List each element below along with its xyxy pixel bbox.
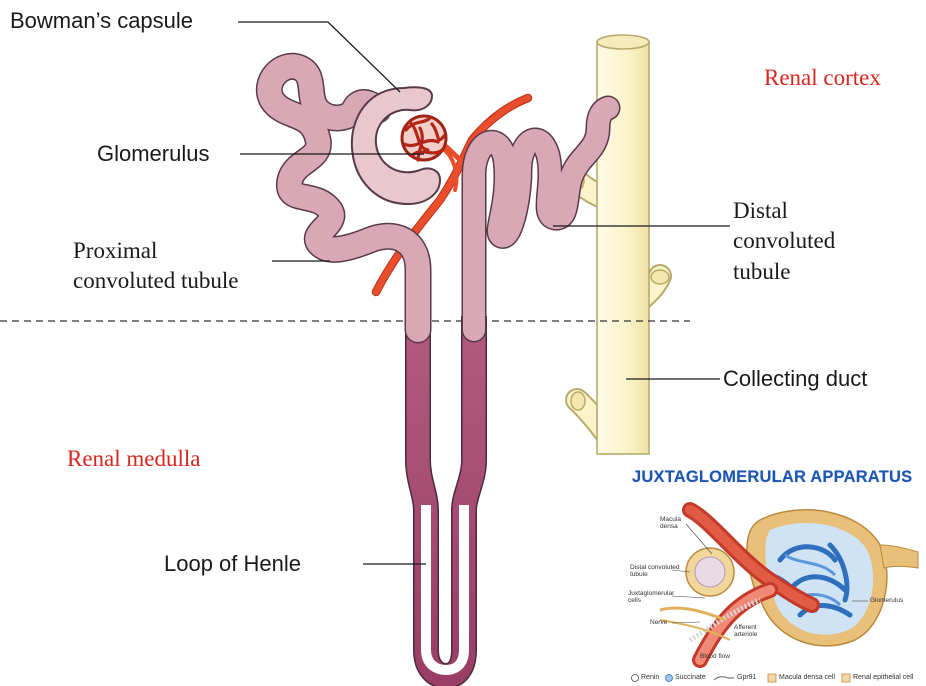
legend-renal-epithelial-cell: Renal epithelial cell xyxy=(853,674,913,681)
legend-renin: Renin xyxy=(641,674,659,681)
inset-label-nerve: Nerve xyxy=(650,619,667,626)
label-distal-line2: convoluted xyxy=(733,226,835,256)
label-distal-tubule: Distal convoluted tubule xyxy=(733,196,835,287)
inset-distal-line1: Distal convoluted xyxy=(630,564,680,571)
inset-afferent-line1: Afferent xyxy=(734,624,757,631)
label-proximal-tubule: Proximal convoluted tubule xyxy=(73,236,238,297)
collecting-duct xyxy=(570,35,669,454)
legend-macula-densa-cell: Macula densa cell xyxy=(779,674,835,681)
inset-title: JUXTAGLOMERULAR APPARATUS xyxy=(632,468,912,487)
label-collecting-duct: Collecting duct xyxy=(723,367,867,390)
label-proximal-line1: Proximal xyxy=(73,236,238,266)
label-loop-of-henle: Loop of Henle xyxy=(164,552,301,575)
label-distal-line3: tubule xyxy=(733,257,835,287)
label-renal-medulla: Renal medulla xyxy=(67,447,201,471)
legend-succinate: Succinate xyxy=(675,674,706,681)
inset-label-afferent: Afferent arteriole xyxy=(734,624,757,638)
label-glomerulus: Glomerulus xyxy=(97,142,209,165)
label-distal-line1: Distal xyxy=(733,196,835,226)
inset-macula-line2: densa xyxy=(660,523,681,530)
distal-convoluted-tubule xyxy=(474,108,608,330)
inset-illustration xyxy=(660,510,918,660)
inset-afferent-line2: arteriole xyxy=(734,631,757,638)
inset-label-distal-tubule: Distal convoluted tubule xyxy=(630,564,680,578)
label-proximal-line2: convoluted tubule xyxy=(73,266,238,296)
inset-label-jg-cells: Juxtaglomerular cells xyxy=(628,590,674,604)
legend-gpr91: Gpr91 xyxy=(737,674,756,681)
inset-label-macula-densa: Macula densa xyxy=(660,516,681,530)
inset-jg-line2: cells xyxy=(628,597,674,604)
inset-legend: Renin Succinate Gpr91 Macula densa cell … xyxy=(630,671,926,685)
label-bowmans-capsule: Bowman’s capsule xyxy=(10,9,193,32)
label-renal-cortex: Renal cortex xyxy=(764,66,881,90)
inset-macula-line1: Macula xyxy=(660,516,681,523)
inset-label-blood-flow: Blood flow xyxy=(700,653,730,660)
inset-label-glomerulus: Glomerulus xyxy=(870,597,903,604)
inset-distal-line2: tubule xyxy=(630,571,680,578)
inset-jg-line1: Juxtaglomerular xyxy=(628,590,674,597)
loop-of-henle xyxy=(418,316,474,676)
